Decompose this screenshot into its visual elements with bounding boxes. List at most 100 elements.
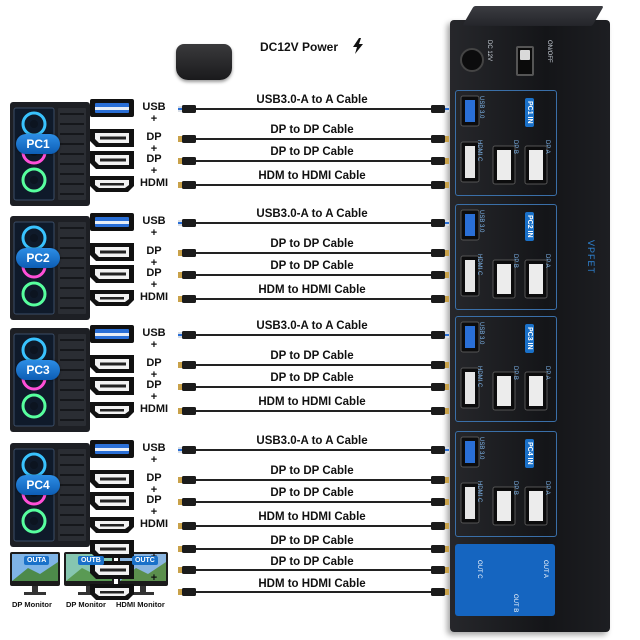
port-label: DP bbox=[146, 494, 162, 506]
panel-hdmi-port bbox=[460, 255, 480, 297]
hdmi-port-icon bbox=[90, 517, 134, 533]
panel-dp-port bbox=[492, 145, 516, 185]
switch-output-panel bbox=[455, 544, 555, 616]
pc-badge: PC2 bbox=[16, 248, 60, 268]
dp-cable bbox=[178, 545, 449, 553]
dp-cable bbox=[178, 361, 449, 369]
plus-sign: + bbox=[150, 484, 158, 496]
switch-input-panel bbox=[455, 90, 557, 196]
panel-dp-port bbox=[492, 259, 516, 299]
dp-port-icon bbox=[90, 129, 134, 147]
panel-port-label: HDMI C bbox=[476, 366, 482, 388]
hdmi-port-icon bbox=[90, 176, 134, 192]
panel-usb-port bbox=[460, 321, 480, 353]
port-label: USB bbox=[142, 327, 166, 339]
out-port-label: OUT B bbox=[512, 594, 518, 613]
port-label: HDMI bbox=[139, 177, 169, 189]
port-label: DP bbox=[146, 472, 162, 484]
dp-cable bbox=[178, 566, 449, 574]
panel-port-label: USB 3.0 bbox=[478, 437, 484, 460]
plus-sign: + bbox=[150, 391, 158, 403]
panel-dp-port bbox=[524, 259, 548, 299]
out-port-label: OUT C bbox=[476, 560, 482, 579]
panel-port-label: HDMI C bbox=[476, 254, 482, 276]
dp-port-icon bbox=[90, 355, 134, 373]
dp-port-icon bbox=[90, 151, 134, 169]
plus-sign: + bbox=[150, 227, 158, 239]
port-label: USB bbox=[142, 101, 166, 113]
panel-usb-port bbox=[460, 95, 480, 127]
usb-port-icon bbox=[90, 325, 134, 343]
plus-sign: + bbox=[150, 572, 158, 584]
panel-dp-port bbox=[492, 486, 516, 526]
port-label: DP bbox=[146, 245, 162, 257]
plus-sign: + bbox=[150, 369, 158, 381]
lightning-icon bbox=[353, 38, 363, 54]
cable-label: USB3.0-A to A Cable bbox=[256, 208, 368, 220]
out-port-label: OUT A bbox=[542, 560, 548, 578]
dc-jack bbox=[460, 48, 484, 72]
monitor-label: HDMI Monitor bbox=[116, 600, 165, 609]
plus-sign: + bbox=[150, 113, 158, 125]
monitor-label: DP Monitor bbox=[12, 600, 52, 609]
pc-badge: PC3 bbox=[16, 360, 60, 380]
cable-label: DP to DP Cable bbox=[270, 124, 354, 136]
panel-dp-port bbox=[524, 486, 548, 526]
plus-sign: + bbox=[150, 143, 158, 155]
panel-hdmi-port bbox=[460, 141, 480, 183]
dp-port-icon bbox=[90, 243, 134, 261]
panel-dp-port bbox=[524, 371, 548, 411]
pc-tower-icon bbox=[10, 102, 90, 206]
cable-label: USB3.0-A to A Cable bbox=[256, 320, 368, 332]
pc-tower-icon bbox=[10, 443, 90, 547]
plus-sign: + bbox=[150, 165, 158, 177]
port-label: DP bbox=[146, 153, 162, 165]
hdmi-cable bbox=[178, 181, 449, 189]
panel-input-tag: PC3 IN bbox=[525, 324, 534, 353]
plus-sign: + bbox=[150, 454, 158, 466]
switch-input-panel bbox=[455, 204, 557, 310]
pc-tower-icon bbox=[10, 328, 90, 432]
port-label: USB bbox=[142, 215, 166, 227]
usb-cable bbox=[178, 331, 449, 339]
dp-cable bbox=[178, 383, 449, 391]
panel-port-label: DP A bbox=[544, 140, 550, 154]
cable-label: HDM to HDMI Cable bbox=[258, 396, 366, 408]
plus-sign: + bbox=[150, 257, 158, 269]
dp-port-icon bbox=[90, 470, 134, 488]
port-label: HDMI bbox=[139, 518, 169, 530]
panel-hdmi-port bbox=[460, 367, 480, 409]
dp-cable bbox=[178, 271, 449, 279]
port-label: USB bbox=[142, 442, 166, 454]
panel-port-label: USB 3.0 bbox=[478, 210, 484, 233]
cable-label: USB3.0-A to A Cable bbox=[256, 435, 368, 447]
dp-cable bbox=[178, 135, 449, 143]
plus-sign: + bbox=[150, 339, 158, 351]
power-adapter-icon bbox=[176, 44, 232, 80]
panel-port-label: HDMI C bbox=[476, 140, 482, 162]
port-label: DP bbox=[146, 131, 162, 143]
dp-cable bbox=[178, 498, 449, 506]
port-label: HDMI bbox=[139, 291, 169, 303]
cable-label: DP to DP Cable bbox=[270, 556, 354, 568]
plus-sign: + bbox=[150, 279, 158, 291]
pc-badge: PC4 bbox=[16, 475, 60, 495]
panel-input-tag: PC2 IN bbox=[525, 212, 534, 241]
panel-port-label: DP A bbox=[544, 481, 550, 495]
hdmi-port-icon bbox=[90, 290, 134, 306]
cable-label: HDM to HDMI Cable bbox=[258, 511, 366, 523]
panel-port-label: DP A bbox=[544, 366, 550, 380]
usb-cable bbox=[178, 105, 449, 113]
panel-input-tag: PC1 IN bbox=[525, 98, 534, 127]
power-switch[interactable] bbox=[516, 46, 534, 76]
panel-hdmi-port bbox=[460, 482, 480, 524]
port-label: HDMI bbox=[139, 403, 169, 415]
monitor-label: DP Monitor bbox=[66, 600, 106, 609]
panel-port-label: DP B bbox=[512, 481, 518, 495]
hdmi-port-icon bbox=[90, 584, 134, 600]
hdmi-cable bbox=[178, 588, 449, 596]
monitor-tag: OUTB bbox=[78, 556, 104, 565]
usb-cable bbox=[178, 446, 449, 454]
